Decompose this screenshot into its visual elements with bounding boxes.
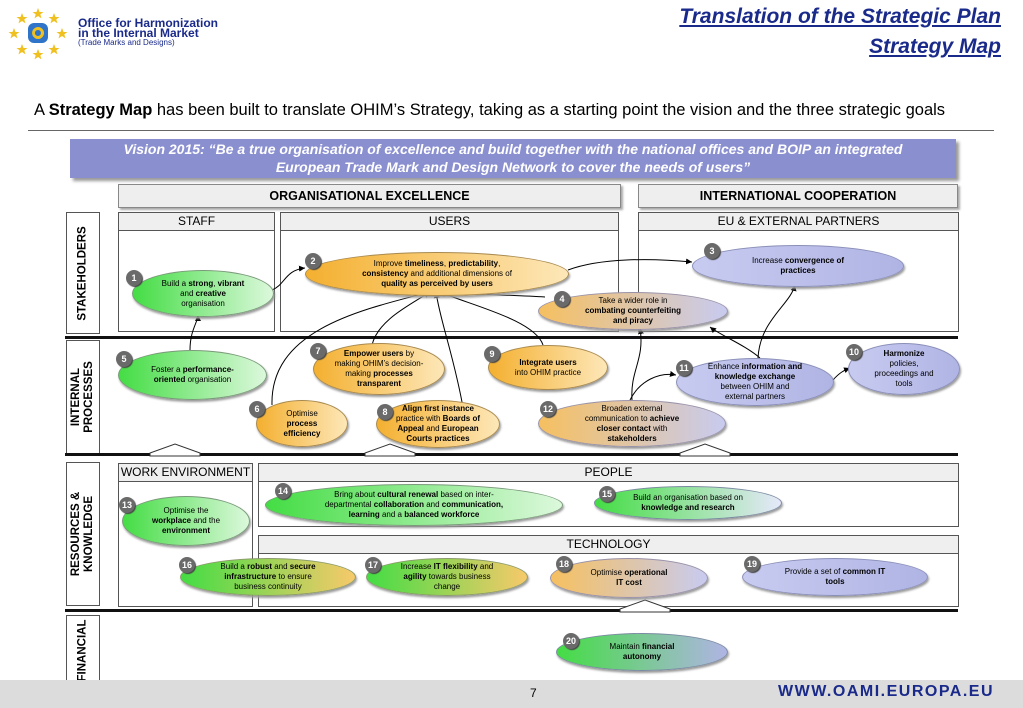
row-separator xyxy=(65,609,958,612)
objective-10-badge: 10 xyxy=(846,344,862,360)
objective-5: Foster a performance-oriented organisati… xyxy=(118,350,267,400)
ohim-logo xyxy=(8,8,68,60)
row-separator xyxy=(65,453,958,456)
objective-3-badge: 3 xyxy=(704,243,720,259)
org-name-line2: in the Internal Market xyxy=(78,26,199,40)
column-header-users: USERS xyxy=(281,213,618,231)
goal-international-cooperation: INTERNATIONAL COOPERATION xyxy=(638,184,958,208)
objective-5-badge: 5 xyxy=(116,351,132,367)
divider xyxy=(28,130,994,131)
objective-9-badge: 9 xyxy=(484,346,500,362)
objective-8-badge: 8 xyxy=(377,404,393,420)
page-number: 7 xyxy=(530,686,537,700)
row-label-resources-knowledge: RESOURCES &KNOWLEDGE xyxy=(66,462,100,606)
row-label-stakeholders: STAKEHOLDERS xyxy=(66,212,100,334)
objective-15-badge: 15 xyxy=(599,486,615,502)
objective-14-text: Bring about cultural renewal based on in… xyxy=(324,490,504,519)
objective-14: Bring about cultural renewal based on in… xyxy=(265,484,563,526)
link-12-11 xyxy=(629,370,677,401)
objective-14-badge: 14 xyxy=(275,483,291,499)
vision-line1: Vision 2015: “Be a true organisation of … xyxy=(123,141,903,157)
objective-2: Improve timeliness, predictability,consi… xyxy=(305,252,569,296)
column-header-partners: EU & EXTERNAL PARTNERS xyxy=(639,213,958,231)
vision-line2: European Trade Mark and Design Network t… xyxy=(275,159,751,175)
objective-13-badge: 13 xyxy=(119,497,135,513)
objective-19-badge: 19 xyxy=(744,556,760,572)
objective-20-badge: 20 xyxy=(563,633,579,649)
intro-text: A Strategy Map has been built to transla… xyxy=(34,101,946,119)
objective-18-badge: 18 xyxy=(556,556,572,572)
goal-organisational-excellence: ORGANISATIONAL EXCELLENCE xyxy=(118,184,621,208)
vision-banner: Vision 2015: “Be a true organisation of … xyxy=(70,139,956,178)
objective-7-badge: 7 xyxy=(310,343,326,359)
objective-6-badge: 6 xyxy=(249,401,265,417)
row-label-financial: FINANCIAL xyxy=(66,615,100,685)
header-bar xyxy=(0,0,1023,62)
page-title-line1: Translation of the Strategic Plan xyxy=(679,5,1001,28)
page-title-line2: Strategy Map xyxy=(869,35,1001,58)
column-header-technology: TECHNOLOGY xyxy=(259,536,958,554)
org-name-line3: (Trade Marks and Designs) xyxy=(78,38,175,47)
objective-5-text: Foster a performance-oriented organisati… xyxy=(151,365,234,384)
objective-2-badge: 2 xyxy=(305,253,321,269)
column-header-people: PEOPLE xyxy=(259,464,958,482)
objective-17-badge: 17 xyxy=(365,557,381,573)
objective-12-badge: 12 xyxy=(540,401,556,417)
objective-2-text: Improve timeliness, predictability,consi… xyxy=(362,259,512,288)
column-header-work-environment: WORK ENVIRONMENT xyxy=(119,464,252,482)
objective-11-badge: 11 xyxy=(676,360,692,376)
objective-16-badge: 16 xyxy=(179,557,195,573)
org-name-line1: Office for Harmonization xyxy=(78,16,219,30)
objective-1-badge: 1 xyxy=(126,270,142,286)
column-header-staff: STAFF xyxy=(119,213,274,231)
objective-4-badge: 4 xyxy=(554,291,570,307)
row-separator xyxy=(65,336,958,339)
intro-bold: Strategy Map xyxy=(48,101,153,119)
website-url[interactable]: WWW.OAMI.EUROPA.EU xyxy=(778,683,995,700)
footer-bar xyxy=(0,680,1023,708)
